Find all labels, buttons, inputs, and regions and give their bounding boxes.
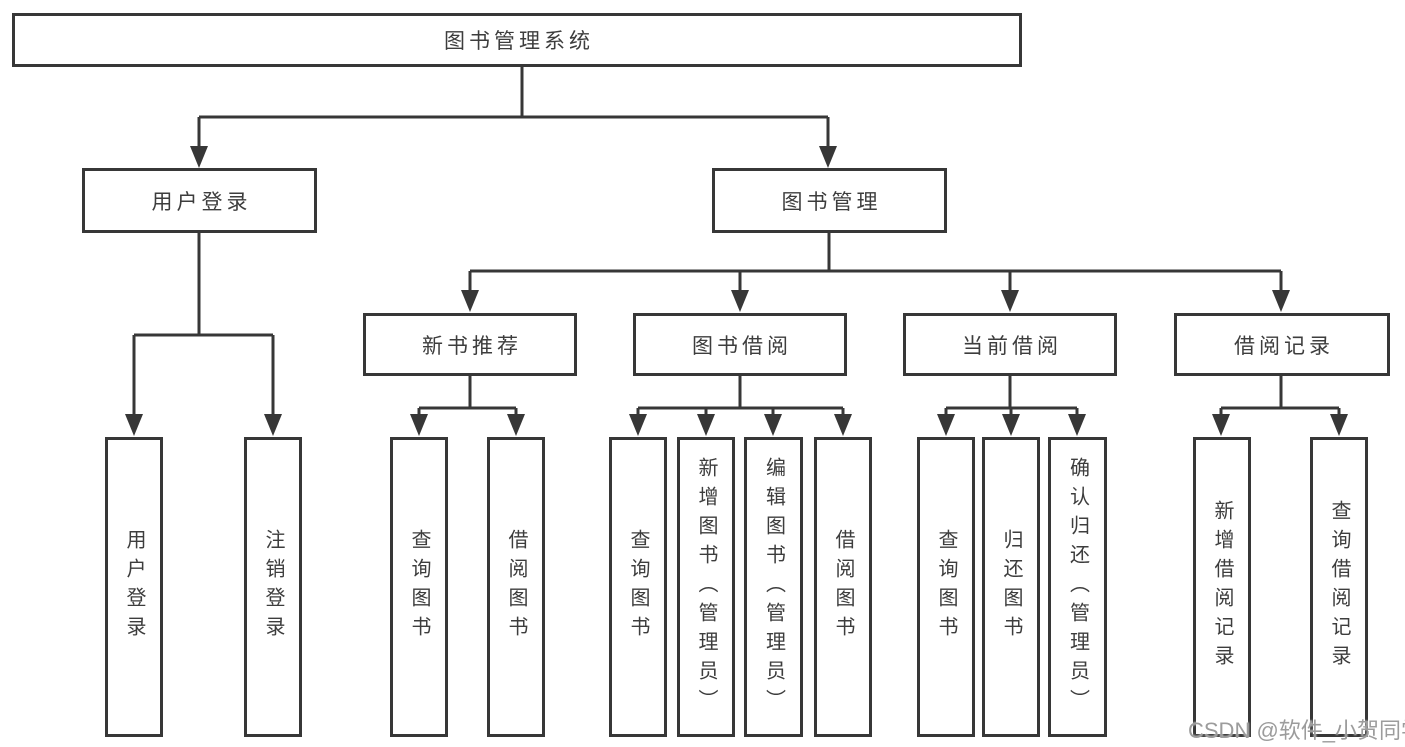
leaf-label: 查询图书 (408, 529, 430, 645)
leaf-add-borrow-record: 新增借阅记录 (1193, 437, 1251, 737)
node-user-login: 用户登录 (82, 168, 317, 233)
node-label: 当前借阅 (962, 334, 1062, 358)
leaf-edit-books-admin: 编辑图书（管理员） (744, 437, 803, 737)
leaf-confirm-return-admin: 确认归还（管理员） (1048, 437, 1107, 737)
leaf-label: 借阅图书 (832, 529, 854, 645)
leaf-borrow-books-recommend: 借阅图书 (487, 437, 545, 737)
leaf-borrow-books: 借阅图书 (814, 437, 872, 737)
leaf-label: 注销登录 (262, 529, 284, 645)
leaf-return-books: 归还图书 (982, 437, 1040, 737)
leaf-user-login: 用户登录 (105, 437, 163, 737)
leaf-label: 确认归还（管理员） (1066, 456, 1089, 718)
leaf-label: 编辑图书（管理员） (762, 456, 785, 718)
leaf-query-borrow-record: 查询借阅记录 (1310, 437, 1368, 737)
leaf-label: 查询借阅记录 (1328, 500, 1350, 674)
leaf-label: 新增图书（管理员） (695, 456, 717, 718)
node-label: 用户登录 (151, 190, 252, 214)
leaf-label: 借阅图书 (505, 529, 527, 645)
leaf-query-books-borrow: 查询图书 (609, 437, 667, 737)
leaf-logout: 注销登录 (244, 437, 302, 737)
csdn-watermark: CSDN @软件_小贺同学 (1188, 718, 1405, 743)
leaf-add-books-admin: 新增图书（管理员） (677, 437, 735, 737)
node-current-borrow: 当前借阅 (903, 313, 1117, 376)
leaf-label: 查询图书 (627, 529, 649, 645)
node-book-management: 图书管理 (712, 168, 947, 233)
leaf-label: 归还图书 (1000, 529, 1022, 645)
node-label: 图书借阅 (692, 334, 792, 358)
node-label: 借阅记录 (1234, 334, 1334, 358)
leaf-query-books-recommend: 查询图书 (390, 437, 448, 737)
arrowheads (125, 146, 1348, 436)
node-label: 图书管理 (781, 190, 882, 214)
node-label: 图书管理系统 (444, 30, 594, 53)
node-new-book-recommend: 新书推荐 (363, 313, 577, 376)
node-system-root: 图书管理系统 (12, 13, 1022, 67)
node-label: 新书推荐 (422, 334, 522, 358)
leaf-label: 新增借阅记录 (1211, 500, 1233, 674)
leaf-label: 查询图书 (935, 529, 957, 645)
leaf-label: 用户登录 (123, 529, 145, 645)
leaf-query-books-current: 查询图书 (917, 437, 975, 737)
node-borrow-record: 借阅记录 (1174, 313, 1390, 376)
node-book-borrow: 图书借阅 (633, 313, 847, 376)
